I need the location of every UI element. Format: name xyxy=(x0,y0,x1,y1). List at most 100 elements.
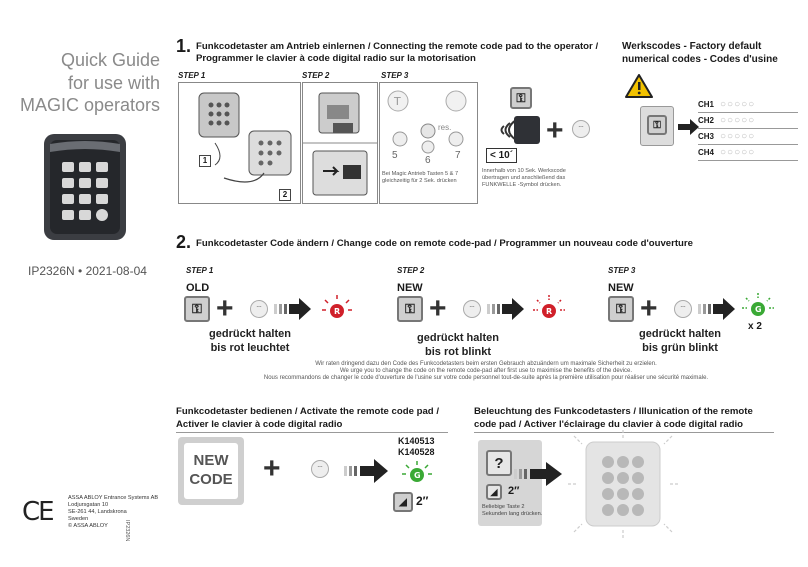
red-blink-led-icon: R xyxy=(533,295,565,318)
any-key-button: ? xyxy=(486,450,512,476)
security-note-fr: Nous recommandons de changer le code d'o… xyxy=(263,375,709,381)
ce-mark: CE xyxy=(22,497,55,527)
security-note-en: We urge you to change the code on the re… xyxy=(339,368,633,374)
cover-title-1: Quick Guide xyxy=(60,50,160,70)
section1-step3-panel: T res. 5 6 7 Bei Magic Antrieb Tasten 5 … xyxy=(379,82,478,204)
hold-1-line-b: bis rot leuchtet xyxy=(210,342,290,354)
battery-insert-illustration xyxy=(303,92,377,196)
illum-instruction-card: ? ◢ 2″ xyxy=(478,440,542,526)
digit-5: 5 xyxy=(392,150,398,161)
security-note: Wir raten dringend dazu den Code des Fun… xyxy=(186,361,786,382)
radio-waves-icon xyxy=(500,119,517,141)
reset-label: res. xyxy=(438,123,452,132)
code-label-old: OLD xyxy=(186,282,210,294)
step1-badge-2: 2 xyxy=(279,189,291,201)
vertical-doc-id: IP2326N xyxy=(124,520,130,542)
factory-arrow-icon xyxy=(678,119,699,135)
svg-text:G: G xyxy=(755,305,762,314)
svg-text:R: R xyxy=(334,307,340,316)
section1-step3b: ⚿ + ⌔ < 10´ Innerhalb von 10 Sek. Werksc… xyxy=(480,82,598,204)
arrow-icon-2 xyxy=(487,298,524,320)
code-label-new-2: NEW xyxy=(397,282,423,294)
section2-title: Funkcodetaster Code ändern / Change code… xyxy=(196,238,693,249)
illum-title-b: code pad / Activer l'éclairage du clavie… xyxy=(474,419,744,430)
green-led-icon: G xyxy=(402,461,432,482)
activate-duration: 2″ xyxy=(416,494,429,508)
company-name: ASSA ABLOY Entrance Systems AB xyxy=(68,495,159,501)
arrow-icon-3 xyxy=(698,298,735,320)
channel-label: CH4 xyxy=(698,148,715,157)
company-street: Lodjursgatan 10 xyxy=(68,502,109,508)
remote-button-icon-1: ⌔ xyxy=(250,300,268,318)
illum-divider xyxy=(474,432,774,433)
hold-1-line-a: gedrückt halten xyxy=(209,328,291,340)
illum-arrow-icon xyxy=(514,462,562,486)
cover-title-2: for use with xyxy=(67,73,160,93)
remote-button-icon-3: ⌔ xyxy=(674,300,692,318)
activate-title-a: Funkcodetaster bedienen / Activate the r… xyxy=(176,406,440,417)
illum-signal-button: ◢ xyxy=(486,484,502,500)
company-city: SE-261 44, Landskrona xyxy=(68,509,127,515)
cover-title-3: MAGIC operators xyxy=(19,95,160,115)
channel-label: CH1 xyxy=(698,100,715,109)
keypad-device-illustration xyxy=(44,134,126,240)
activate-title-b: Activer le clavier à code digital radio xyxy=(176,419,343,430)
company-country: Sweden xyxy=(68,516,89,522)
section2-step3: STEP 3 xyxy=(608,266,636,275)
step1-badge-1: 1 xyxy=(199,155,211,167)
illum-title-a: Beleuchtung des Funkcodetasters / Illuni… xyxy=(474,406,753,417)
section1-title-a: Funkcodetaster am Antrieb einlernen / Co… xyxy=(196,41,599,52)
new-code-line-a: NEW xyxy=(193,452,229,469)
red-led-icon: R xyxy=(322,295,352,318)
digit-6: 6 xyxy=(425,155,431,166)
new-code-line-b: CODE xyxy=(189,471,233,488)
step3-note: Bei Magic Antrieb Tasten 5 & 7 gleichzei… xyxy=(382,171,459,184)
plus-icon: + xyxy=(546,114,564,147)
channel-dots: ○○○○○ xyxy=(720,147,756,158)
factory-key-icon: ⚿ xyxy=(647,115,667,135)
channel-dots: ○○○○○ xyxy=(720,99,756,110)
document-id: IP2326N • 2021-08-04 xyxy=(28,264,147,278)
key-button-2: ⚿ xyxy=(397,296,423,322)
activate-divider xyxy=(176,432,448,433)
section1-title-b: Programmer le clavier à code digital rad… xyxy=(196,53,476,64)
new-code-inner: NEW CODE xyxy=(184,443,238,499)
company-address: ASSA ABLOY Entrance Systems AB Lodjursga… xyxy=(68,495,158,530)
activate-signal-button: ◢ xyxy=(393,492,413,512)
hold-text-1: gedrückt halten bis rot leuchtet xyxy=(200,327,300,355)
key-button-1: ⚿ xyxy=(184,296,210,322)
product-code-1: K140513 xyxy=(398,436,435,446)
green-blink-led-icon: G xyxy=(742,293,774,316)
hold-3-line-b: bis grün blinkt xyxy=(642,342,718,354)
section1-step1-panel: 1 2 xyxy=(178,82,301,204)
factory-title-a: Werkscodes - Factory default xyxy=(622,41,762,52)
section1-step2-panel xyxy=(302,82,378,204)
activate-arrow-icon xyxy=(344,459,388,483)
illuminated-keypad-icon xyxy=(568,430,678,538)
warning-icon xyxy=(625,74,653,98)
section1-step3: STEP 3 xyxy=(381,71,409,80)
key-icon-button: ⚿ xyxy=(510,87,532,109)
timer-label: < 10´ xyxy=(486,148,518,163)
key-button-3: ⚿ xyxy=(608,296,634,322)
code-label-new-3: NEW xyxy=(608,282,634,294)
plus-icon-1: + xyxy=(216,292,234,325)
section1-step1: STEP 1 xyxy=(178,71,206,80)
keypad-mount-illustration xyxy=(198,92,292,183)
svg-text:G: G xyxy=(414,471,421,480)
digit-7: 7 xyxy=(455,150,461,161)
section2-step1: STEP 1 xyxy=(186,266,214,275)
company-copyright: © ASSA ABLOY xyxy=(68,523,108,529)
channel-row: CH4 ○○○○○ xyxy=(698,145,798,161)
channel-dots: ○○○○○ xyxy=(720,131,756,142)
svg-text:R: R xyxy=(546,307,552,316)
plus-icon-2: + xyxy=(429,292,447,325)
factory-device: ⚿ xyxy=(640,106,674,146)
factory-title-b: numerical codes - Codes d'usine xyxy=(622,54,778,65)
channel-list: CH1 ○○○○○ CH2 ○○○○○ CH3 ○○○○○ CH4 ○○○○○ xyxy=(698,97,798,161)
repeat-count: x 2 xyxy=(748,321,762,332)
section2-step2: STEP 2 xyxy=(397,266,425,275)
hold-2-line-b: bis rot blinkt xyxy=(425,346,491,358)
hold-text-2: gedrückt halten bis rot blinkt xyxy=(408,331,508,359)
keypad-small xyxy=(514,116,540,144)
